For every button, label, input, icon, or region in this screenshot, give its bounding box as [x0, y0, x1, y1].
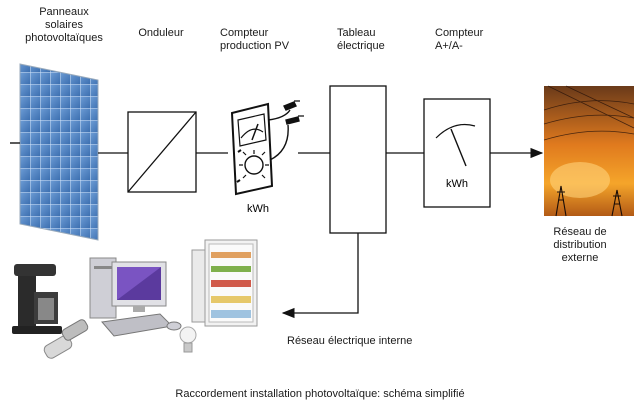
label-reseau-externe: Réseau de distribution externe: [553, 226, 607, 264]
figure-caption: Raccordement installation photovoltaïque…: [175, 388, 465, 400]
label-compteur-pv: Compteur production PV: [220, 27, 290, 52]
light-bulb-icon: [179, 326, 197, 353]
pv-meter-icon: [230, 100, 304, 196]
label-compteur-aa: Compteur A+/A-: [435, 27, 484, 52]
label-onduleur: Onduleur: [138, 27, 184, 39]
coffee-maker-icon: [12, 264, 62, 334]
refrigerator-icon: [191, 239, 258, 327]
main-wires: [98, 147, 544, 319]
bidirectional-meter-unit-label: kWh: [446, 178, 468, 190]
power-grid-icon: [543, 85, 635, 217]
solar-panel-icon: [10, 63, 99, 241]
bidirectional-meter-box: [423, 98, 491, 208]
mobile-phone-icon: [43, 319, 89, 359]
label-tableau: Tableau électrique: [337, 27, 385, 52]
label-reseau-interne: Réseau électrique interne: [287, 335, 413, 347]
inverter-box: [127, 111, 197, 193]
label-panneaux: Panneaux solaires photovoltaïques: [25, 6, 103, 44]
desktop-computer-icon: [89, 257, 182, 337]
switchboard-box: [329, 85, 387, 234]
pv-meter-unit-label: kWh: [247, 203, 269, 215]
